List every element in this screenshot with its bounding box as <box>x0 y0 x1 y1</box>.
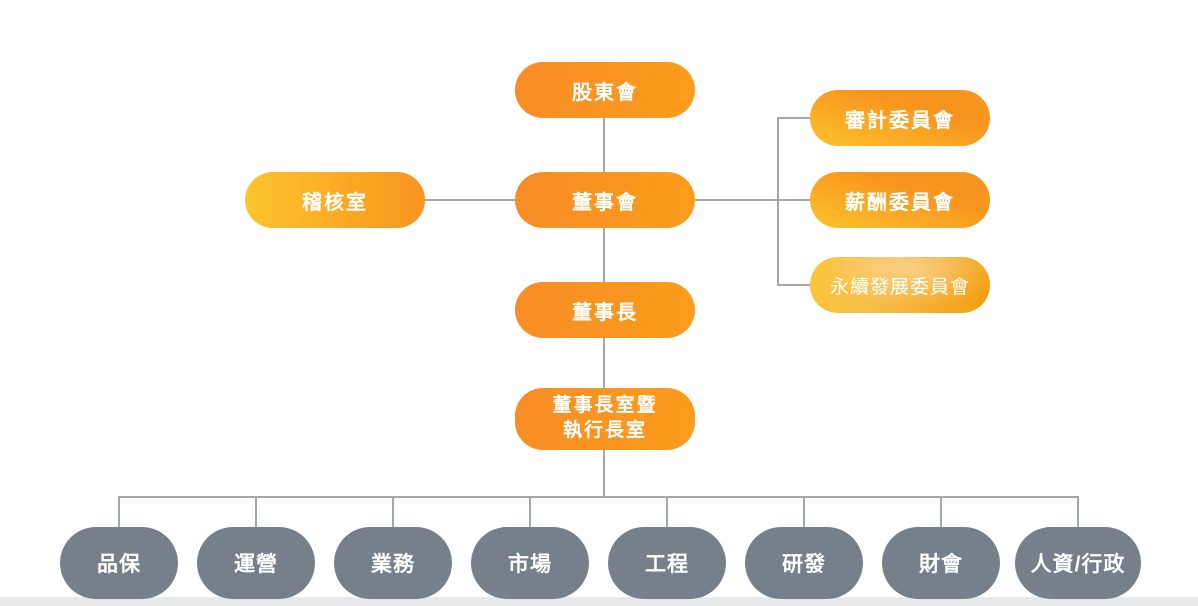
connector-stub-dept-5 <box>666 496 668 528</box>
connector-shareholders-board <box>603 118 605 173</box>
connector-department-bus <box>118 496 1078 498</box>
connector-stub-dept-6 <box>803 496 805 528</box>
connector-stub-sustainability <box>777 284 811 286</box>
node-chairman: 董事長 <box>515 282 695 338</box>
node-board-of-directors: 董事會 <box>515 172 695 228</box>
node-label: 董事會 <box>572 191 638 214</box>
node-label: 永續發展委員會 <box>829 276 970 298</box>
node-label-line1: 董事長室暨 <box>552 395 658 417</box>
dept-finance-accounting: 財會 <box>882 527 1000 599</box>
connector-board-chairman <box>603 228 605 283</box>
node-audit-committee: 審計委員會 <box>810 90 990 146</box>
connector-stub-dept-3 <box>392 496 394 528</box>
node-label-line2: 執行長室 <box>562 420 647 441</box>
connector-board-committees <box>695 199 810 201</box>
connector-chairman-office <box>603 338 605 389</box>
connector-auditoffice-board <box>425 199 516 201</box>
connector-committee-trunk <box>777 118 779 285</box>
node-label: 稽核室 <box>302 191 368 214</box>
dept-label: 市場 <box>508 553 552 576</box>
connector-office-bus <box>603 450 605 497</box>
connector-stub-dept-2 <box>255 496 257 528</box>
dept-rnd: 研發 <box>745 527 863 599</box>
dept-label: 運營 <box>234 553 278 576</box>
connector-stub-dept-1 <box>118 496 120 528</box>
bottom-edge-strip <box>0 597 1198 606</box>
node-sustainability-committee: 永續發展委員會 <box>810 257 990 313</box>
dept-operations: 運營 <box>197 527 315 599</box>
dept-engineering: 工程 <box>608 527 726 599</box>
dept-label: 財會 <box>919 553 963 576</box>
node-audit-office: 稽核室 <box>245 172 425 228</box>
dept-quality-assurance: 品保 <box>60 527 178 599</box>
dept-label: 工程 <box>645 553 689 576</box>
node-chairman-ceo-office: 董事長室暨 執行長室 <box>515 388 695 450</box>
dept-sales: 業務 <box>334 527 452 599</box>
node-label: 董事長 <box>572 301 638 324</box>
node-label: 審計委員會 <box>845 109 955 132</box>
dept-marketing: 市場 <box>471 527 589 599</box>
connector-stub-dept-8 <box>1077 496 1079 528</box>
connector-stub-audit-committee <box>777 117 811 119</box>
dept-label: 品保 <box>97 553 141 576</box>
node-shareholders-meeting: 股東會 <box>515 62 695 118</box>
dept-hr-admin: 人資/行政 <box>1015 527 1141 599</box>
node-label: 薪酬委員會 <box>845 191 955 214</box>
dept-label: 業務 <box>371 553 415 576</box>
node-compensation-committee: 薪酬委員會 <box>810 172 990 228</box>
node-label: 股東會 <box>572 81 638 104</box>
dept-label: 人資/行政 <box>1030 553 1126 576</box>
connector-stub-dept-7 <box>940 496 942 528</box>
connector-stub-dept-4 <box>529 496 531 528</box>
dept-label: 研發 <box>782 553 826 576</box>
